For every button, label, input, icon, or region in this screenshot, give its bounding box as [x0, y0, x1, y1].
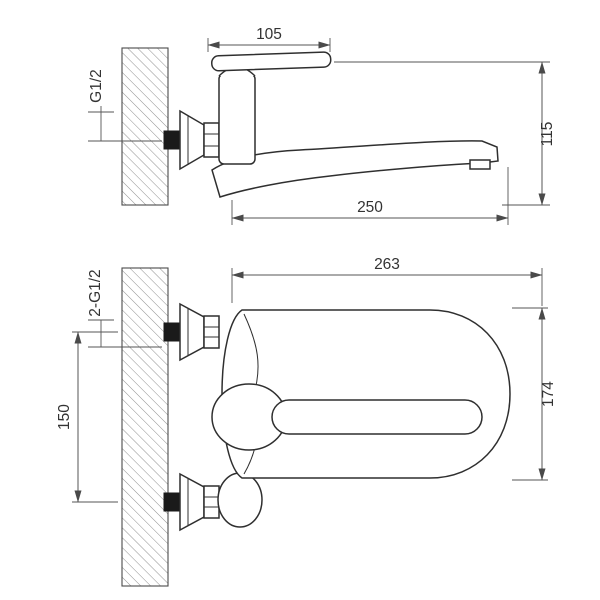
- thread-label-g12: G1/2: [88, 69, 105, 103]
- thread-label-2g12: 2-G1/2: [87, 269, 104, 316]
- inlet-nipple: [163, 130, 181, 150]
- spout-aerator: [469, 159, 491, 170]
- escutcheon: [179, 472, 205, 532]
- dimension-spout-reach: 250: [231, 167, 509, 225]
- dimension-height-side: 115: [334, 61, 556, 206]
- dimension-overall-width: 263: [231, 256, 543, 306]
- inlet-top: [163, 302, 220, 362]
- wall-section-front: [121, 267, 169, 587]
- front-view: 263 2-G1/2 150 174: [56, 256, 557, 587]
- inlet-nipple: [163, 492, 181, 512]
- dimension-label-105: 105: [256, 26, 282, 43]
- mounting-nut: [203, 485, 220, 519]
- inlet-bottom: [163, 472, 263, 532]
- handle-lever-front: [271, 399, 483, 435]
- inlet-nipple: [163, 322, 181, 342]
- dimension-label-263: 263: [374, 256, 400, 273]
- mounting-nut: [203, 122, 220, 158]
- thread-callout-side: G1/2: [88, 69, 162, 142]
- faucet-body-side: [218, 73, 256, 165]
- dimension-label-150: 150: [56, 404, 73, 430]
- inlet-boss: [217, 472, 263, 528]
- dimension-handle-width: 105: [207, 26, 331, 52]
- escutcheon: [179, 109, 205, 171]
- escutcheon: [179, 302, 205, 362]
- wall-section-side: [121, 47, 169, 206]
- thread-callout-front: 2-G1/2: [87, 269, 162, 348]
- side-view: 105 G1/2 115 250: [88, 26, 556, 225]
- mounting-nut: [203, 315, 220, 349]
- dimension-body-height: 174: [512, 307, 557, 481]
- spout: [211, 140, 499, 198]
- dimension-label-115: 115: [539, 122, 556, 147]
- handle-lever-side: [211, 51, 332, 72]
- dimension-label-174: 174: [540, 381, 557, 407]
- faucet-body-front: [221, 309, 511, 479]
- dimension-label-250: 250: [357, 199, 383, 216]
- dimension-inlet-spacing: 150: [56, 331, 118, 503]
